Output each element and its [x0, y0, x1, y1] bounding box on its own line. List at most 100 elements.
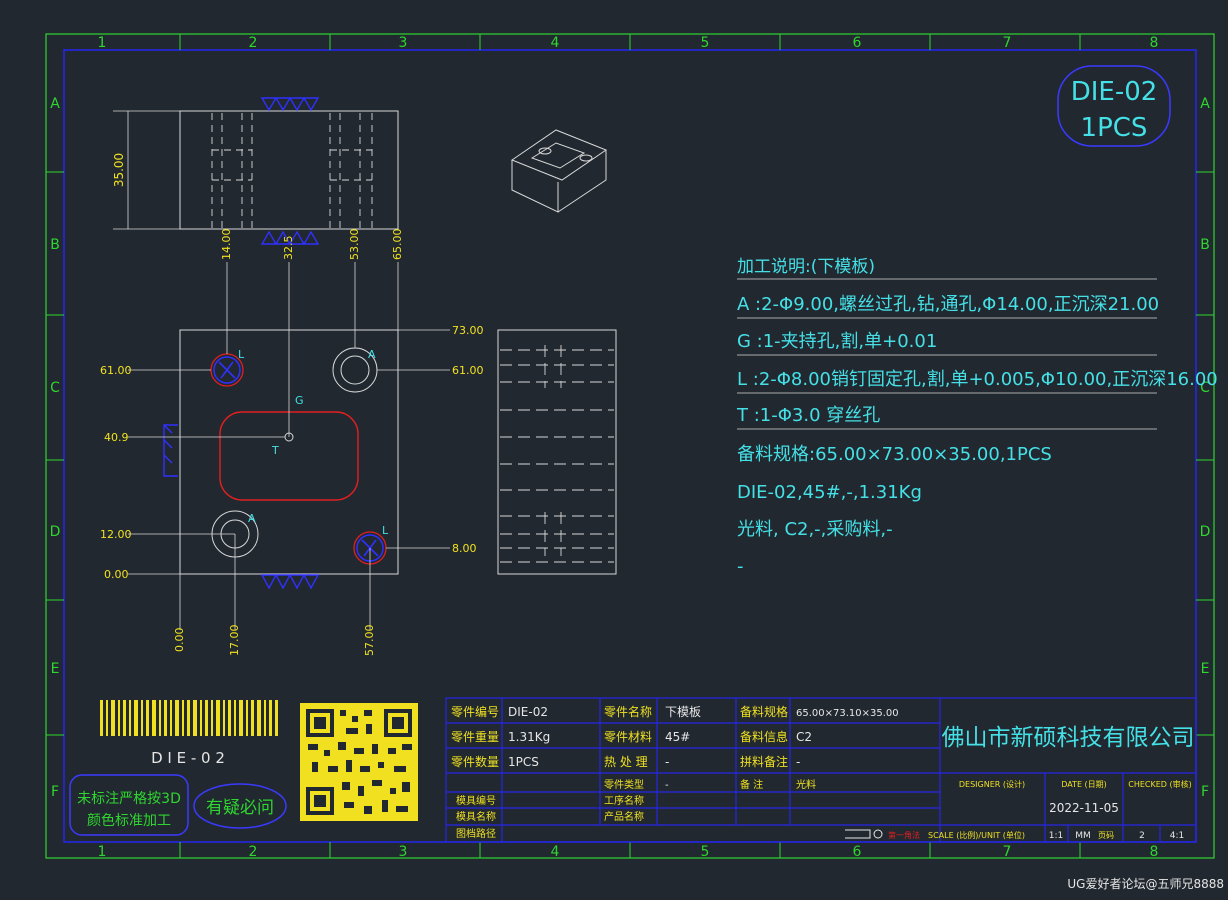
first-angle-label: 第一角法: [888, 830, 920, 840]
frame-col-label: 8: [1150, 844, 1159, 860]
tb-value: 下模板: [665, 705, 701, 719]
note-line: A :2-Φ9.00,螺丝过孔,钻,通孔,Φ14.00,正沉深21.00: [737, 294, 1159, 315]
tb-value: -: [665, 755, 669, 769]
tb-value: -: [796, 755, 800, 769]
frame-col-label: 6: [853, 35, 862, 51]
dim-top: 53.00: [348, 229, 361, 261]
hole-label-G: G: [295, 394, 304, 407]
badge-part: DIE-02: [1071, 77, 1158, 107]
section-view: [497, 329, 617, 575]
frame-col-label: 5: [701, 35, 710, 51]
tb-key: 零件名称: [604, 704, 652, 719]
dim-left: 40.9: [104, 431, 129, 444]
frame-col-label: 2: [249, 844, 258, 860]
stamp-ask: 有疑必问: [193, 783, 287, 829]
dim-right: 8.00: [452, 542, 477, 555]
tb-key: 零件材料: [604, 730, 652, 744]
frame-col-label: 6: [853, 844, 862, 860]
note-line: L :2-Φ8.00销钉固定孔,割,单+0.005,Φ10.00,正沉深16.0…: [737, 369, 1218, 390]
tb-small-key: 模具名称: [456, 810, 496, 823]
frame-row-label: E: [1201, 661, 1210, 677]
frame-row-label: D: [1200, 524, 1211, 540]
tb-key: 备料规格: [740, 704, 788, 719]
tb-small-key: 产品名称: [604, 810, 644, 823]
dim-top: 32.5: [282, 236, 295, 261]
note-plain: DIE-02,45#,-,1.31Kg: [737, 482, 922, 503]
note-line: G :1-夹持孔,割,单+0.01: [737, 331, 937, 352]
tb-key: 备料信息: [740, 729, 788, 744]
tb-value: 1.31Kg: [508, 730, 550, 744]
page-total: 4:1: [1170, 831, 1184, 841]
tb-value: DIE-02: [508, 705, 548, 719]
frame-row-label: A: [1200, 96, 1210, 112]
dim-left: 12.00: [100, 528, 132, 541]
stamp-strict-line1: 未标注严格按3D: [77, 791, 181, 807]
frame-col-label: 7: [1003, 35, 1012, 51]
frame-col-label: 3: [399, 35, 408, 51]
note-plain: 备料规格:65.00×73.00×35.00,1PCS: [737, 444, 1052, 465]
frame-col-label: 8: [1150, 35, 1159, 51]
company-name: 佛山市新硕科技有限公司: [942, 725, 1195, 751]
part-badge: DIE-02 1PCS: [1057, 65, 1171, 147]
frame-col-label: 3: [399, 844, 408, 860]
frame-col-label: 1: [98, 35, 107, 51]
tb-value: C2: [796, 730, 812, 744]
dim-top: 65.00: [391, 229, 404, 261]
tb-value: 1PCS: [508, 755, 539, 769]
tb-key: 零件编号: [451, 704, 499, 719]
page-label: 页码: [1098, 831, 1114, 840]
frame-col-label: 7: [1003, 844, 1012, 860]
scale-label: SCALE (比例)/UNIT (单位): [928, 830, 1025, 840]
frame-col-label: 2: [249, 35, 258, 51]
date-label: DATE (日期): [1061, 780, 1107, 789]
tb-small-key: 图档路径: [456, 827, 496, 840]
note-line: T :1-Φ3.0 穿丝孔: [736, 405, 880, 426]
side-view: [113, 97, 399, 245]
projection-symbol-icon: [845, 829, 883, 839]
dim-right: 73.00: [452, 324, 484, 337]
dim-left: 0.00: [104, 568, 129, 581]
isometric-view: [510, 129, 608, 213]
hole-label-A: A: [248, 512, 256, 525]
barcode-bars: [100, 700, 278, 736]
tb-small-key: 工序名称: [604, 794, 644, 807]
machining-notes: 加工说明:(下模板) A :2-Φ9.00,螺丝过孔,钻,通孔,Φ14.00,正…: [736, 257, 1218, 577]
frame-row-label: A: [50, 96, 60, 112]
dim-top: 14.00: [220, 229, 233, 261]
scale-value: 1:1: [1049, 831, 1063, 841]
stamp-ask-text: 有疑必问: [206, 798, 274, 818]
stamp-strict: 未标注严格按3D 颜色标准加工: [69, 774, 189, 836]
tb-key: 零件类型: [604, 778, 644, 791]
frame-row-label: D: [50, 524, 61, 540]
tb-key: 拼料备注: [740, 754, 788, 769]
dim-right: 61.00: [452, 364, 484, 377]
tb-key: 备 注: [740, 778, 763, 791]
plan-view: [128, 262, 450, 630]
frame-row-label: F: [1201, 784, 1209, 800]
designer-label: DESIGNER (设计): [959, 779, 1025, 789]
frame-row-label: C: [1200, 380, 1210, 396]
page-value: 2: [1139, 831, 1145, 841]
note-plain: 光料, C2,-,采购料,-: [737, 519, 893, 540]
stamp-strict-line2: 颜色标准加工: [87, 812, 171, 829]
dim-left: 61.00: [100, 364, 132, 377]
badge-qty: 1PCS: [1081, 113, 1148, 143]
frame-row-label: B: [50, 237, 60, 253]
tb-key: 零件数量: [451, 754, 499, 769]
frame-col-label: 5: [701, 844, 710, 860]
tb-key: 零件重量: [451, 730, 499, 744]
hole-label-A: A: [368, 348, 376, 361]
dim-bottom: 57.00: [363, 625, 376, 657]
tb-value: 光料: [796, 778, 816, 791]
qr-code: [300, 703, 418, 821]
dim-bottom: 17.00: [228, 625, 241, 657]
hole-label-T: T: [271, 444, 279, 457]
hole-label-L: L: [238, 348, 245, 361]
frame-col-label: 4: [551, 35, 560, 51]
title-block: 零件编号 DIE-02 零件名称 下模板 备料规格 65.00×73.10×35…: [445, 697, 1197, 843]
hole-label-L: L: [382, 524, 389, 537]
tb-value: 65.00×73.10×35.00: [796, 708, 899, 719]
notes-title: 加工说明:(下模板): [737, 257, 875, 277]
tb-value: 45#: [665, 730, 690, 744]
